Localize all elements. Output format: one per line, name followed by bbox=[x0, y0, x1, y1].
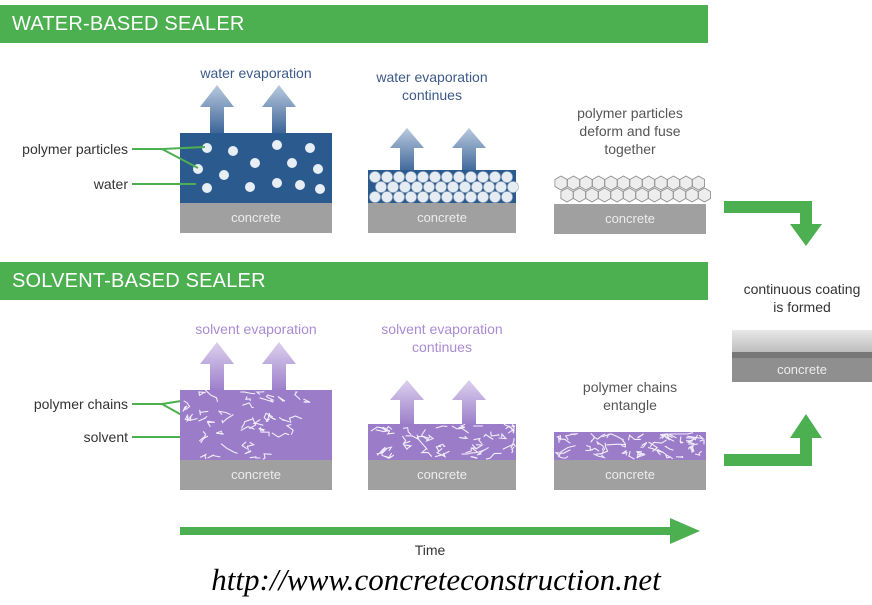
up-arrow bbox=[452, 128, 486, 172]
up-arrow bbox=[200, 85, 234, 133]
water-step1-caption: water evaporation bbox=[200, 65, 312, 81]
water-based-title: WATER-BASED SEALER bbox=[12, 13, 245, 35]
continuous-coating-layer bbox=[732, 330, 872, 352]
concrete-slab: concrete bbox=[554, 460, 706, 490]
up-arrow bbox=[200, 342, 234, 392]
result-caption: continuous coating is formed bbox=[743, 281, 861, 315]
up-arrow bbox=[262, 342, 296, 392]
water-evaporation-arrows-1 bbox=[200, 85, 296, 133]
water-step2-caption: water evaporation continues bbox=[376, 69, 488, 103]
up-arrow bbox=[452, 380, 486, 426]
water-step3-caption: polymer particles deform and fuse togeth… bbox=[577, 105, 683, 157]
concrete-slab: concrete bbox=[180, 203, 332, 233]
polymer-chains-dense bbox=[370, 423, 516, 460]
polymer-particles-label: polymer particles bbox=[22, 141, 128, 157]
concrete-slab: concrete bbox=[554, 204, 706, 234]
solvent-based-banner: SOLVENT-BASED SEALER bbox=[0, 262, 708, 300]
time-label: Time bbox=[414, 542, 446, 558]
water-evaporation-arrows-2 bbox=[390, 128, 486, 172]
time-arrow bbox=[180, 518, 700, 544]
solvent-step2-caption: solvent evaporation continues bbox=[381, 321, 503, 355]
water-label: water bbox=[93, 176, 128, 192]
source-url: http://www.concreteconstruction.net bbox=[211, 562, 661, 597]
concrete-slab: concrete bbox=[732, 358, 872, 382]
solvent-based-title: SOLVENT-BASED SEALER bbox=[12, 270, 266, 292]
water-based-banner: WATER-BASED SEALER bbox=[0, 5, 708, 43]
up-arrow bbox=[390, 128, 424, 172]
solvent-evaporation-arrows-1 bbox=[200, 342, 296, 392]
polymer-chains-label: polymer chains bbox=[33, 396, 128, 412]
solvent-evaporation-arrows-2 bbox=[390, 380, 486, 426]
entangled-chains bbox=[554, 432, 705, 460]
up-arrow bbox=[390, 380, 424, 426]
concrete-slab: concrete bbox=[368, 203, 516, 233]
concrete-slab: concrete bbox=[368, 460, 516, 490]
fused-polymer-film bbox=[554, 175, 712, 203]
polymer-particles bbox=[193, 140, 325, 194]
concrete-slab: concrete bbox=[180, 460, 332, 490]
solvent-step1-caption: solvent evaporation bbox=[195, 321, 317, 337]
coating-shadow bbox=[732, 352, 872, 358]
polymer-chains bbox=[182, 389, 311, 460]
solvent-label: solvent bbox=[83, 429, 128, 445]
solvent-step3-caption: polymer chains entangle bbox=[582, 379, 678, 413]
up-arrow bbox=[262, 85, 296, 133]
solvent-layer-thin bbox=[368, 424, 516, 460]
polymer-particles-packed bbox=[369, 171, 519, 203]
